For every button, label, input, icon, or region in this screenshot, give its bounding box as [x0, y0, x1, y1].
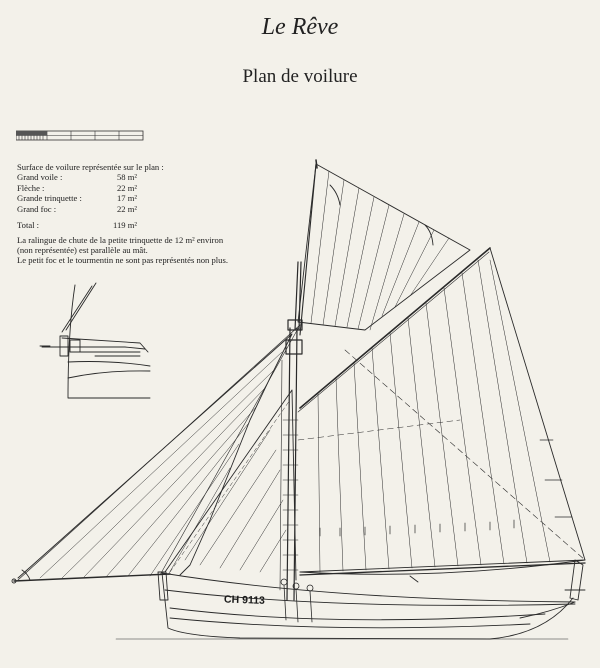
sail-area-label: Grande trinquette : — [17, 193, 82, 204]
scale-bar — [16, 130, 144, 141]
sail-area-row: Grand foc : 22 m² — [17, 204, 164, 214]
drawing-subtitle: Plan de voilure — [242, 66, 358, 87]
sail-area-value: 58 m² — [116, 172, 137, 183]
sail-jib — [17, 333, 293, 581]
sail-staysail — [164, 389, 297, 581]
bowsprit — [13, 573, 171, 582]
sail-area-label: Flèche : — [17, 182, 45, 193]
sail-area-label: Grand voile : — [17, 172, 63, 183]
sail-area-table: Surface de voilure représentée sur le pl… — [17, 162, 164, 230]
deck-fittings — [280, 578, 314, 623]
hull — [157, 559, 586, 640]
note-line: (non représentée) est parallèle au mât. — [17, 245, 148, 256]
sail-area-value: 22 m² — [116, 182, 137, 193]
sail-area-value: 17 m² — [116, 193, 137, 204]
hull-registration: CH 9113 — [224, 593, 265, 606]
sail-area-row: Flèche : 22 m² — [17, 183, 164, 193]
shroud-ratlines — [279, 359, 299, 591]
note-line: La ralingue de chute de la petite trinqu… — [17, 235, 224, 245]
sail-area-value: 22 m² — [116, 203, 137, 214]
sail-topsail — [297, 159, 471, 336]
note-line: Le petit foc et le tourmentin ne sont pa… — [17, 255, 228, 266]
sail-area-row: Grand voile : 58 m² — [17, 172, 164, 182]
sail-area-total-label: Total : — [17, 220, 40, 231]
forestay — [17, 324, 301, 581]
drawing-title: Le Rêve — [261, 14, 339, 40]
bow-detail-inset — [39, 282, 151, 399]
sail-area-total-value: 119 m² — [113, 220, 137, 231]
dashed-rigging — [344, 349, 586, 561]
mast — [285, 261, 303, 601]
sail-area-heading: Surface de voilure représentée sur le pl… — [17, 162, 164, 172]
sail-area-label: Grand foc : — [17, 203, 57, 214]
stay — [159, 324, 301, 576]
notes-paragraph: La ralingue de chute de la petite trinqu… — [17, 235, 317, 266]
sail-mainsail — [299, 247, 586, 583]
sail-area-row: Grande trinquette : 17 m² — [17, 193, 164, 203]
sail-area-total: Total : 119 m² — [17, 220, 164, 230]
